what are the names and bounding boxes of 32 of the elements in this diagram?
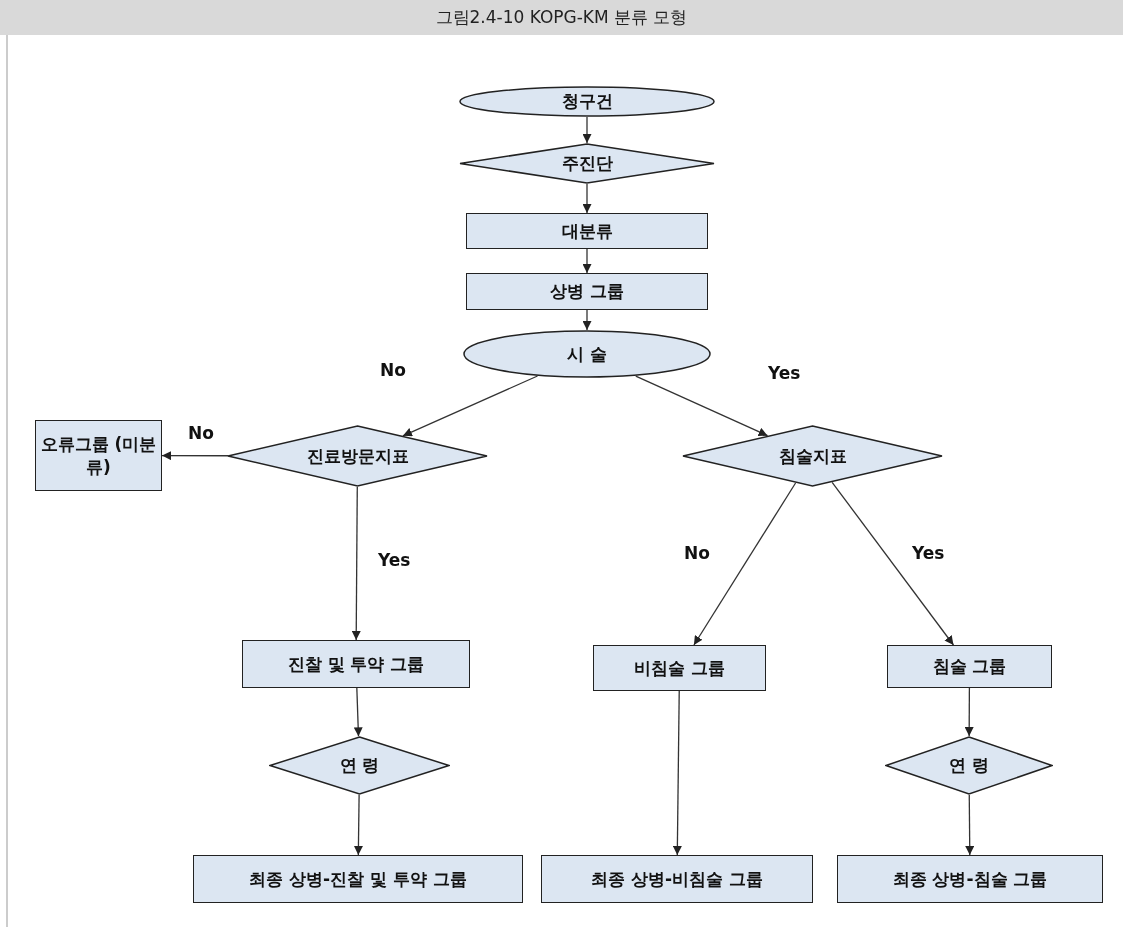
arrow: [831, 481, 955, 646]
arrow: [402, 375, 539, 437]
figure-title: 그림2.4-10 KOPG-KM 분류 모형: [0, 0, 1123, 35]
arrow: [353, 794, 363, 856]
arrow: [353, 687, 363, 737]
process-box: 비침술 그룹: [593, 645, 766, 691]
arrow: [672, 690, 682, 856]
arrow: [693, 482, 797, 646]
arrow: [582, 116, 592, 144]
decision-diamond: 진료방문지표: [227, 425, 488, 487]
process-box: 진찰 및 투약 그룹: [242, 640, 470, 688]
arrow: [965, 794, 975, 856]
result-box: 최종 상병-침술 그룹: [837, 855, 1103, 903]
arrow: [582, 309, 592, 331]
arrow: [161, 451, 229, 461]
process-box: 상병 그룹: [466, 273, 708, 310]
decision-diamond: 연 령: [269, 736, 450, 795]
decision-diamond: 연 령: [885, 736, 1053, 795]
process-box: 오류그룹 (미분류): [35, 420, 162, 491]
process-box: 침술 그룹: [887, 645, 1052, 688]
start-ellipse: 청구건: [459, 86, 715, 117]
arrow: [582, 183, 592, 214]
process-box: 대분류: [466, 213, 708, 249]
arrow: [635, 375, 769, 437]
result-box: 최종 상병-비침술 그룹: [541, 855, 813, 903]
decision-diamond: 침술지표: [682, 425, 943, 487]
arrow: [582, 248, 592, 274]
result-box: 최종 상병-진찰 및 투약 그룹: [193, 855, 523, 903]
arrow: [964, 687, 974, 737]
decision-diamond: 주진단: [459, 143, 715, 184]
decision-ellipse: 시 술: [463, 330, 711, 378]
arrow: [351, 486, 361, 641]
